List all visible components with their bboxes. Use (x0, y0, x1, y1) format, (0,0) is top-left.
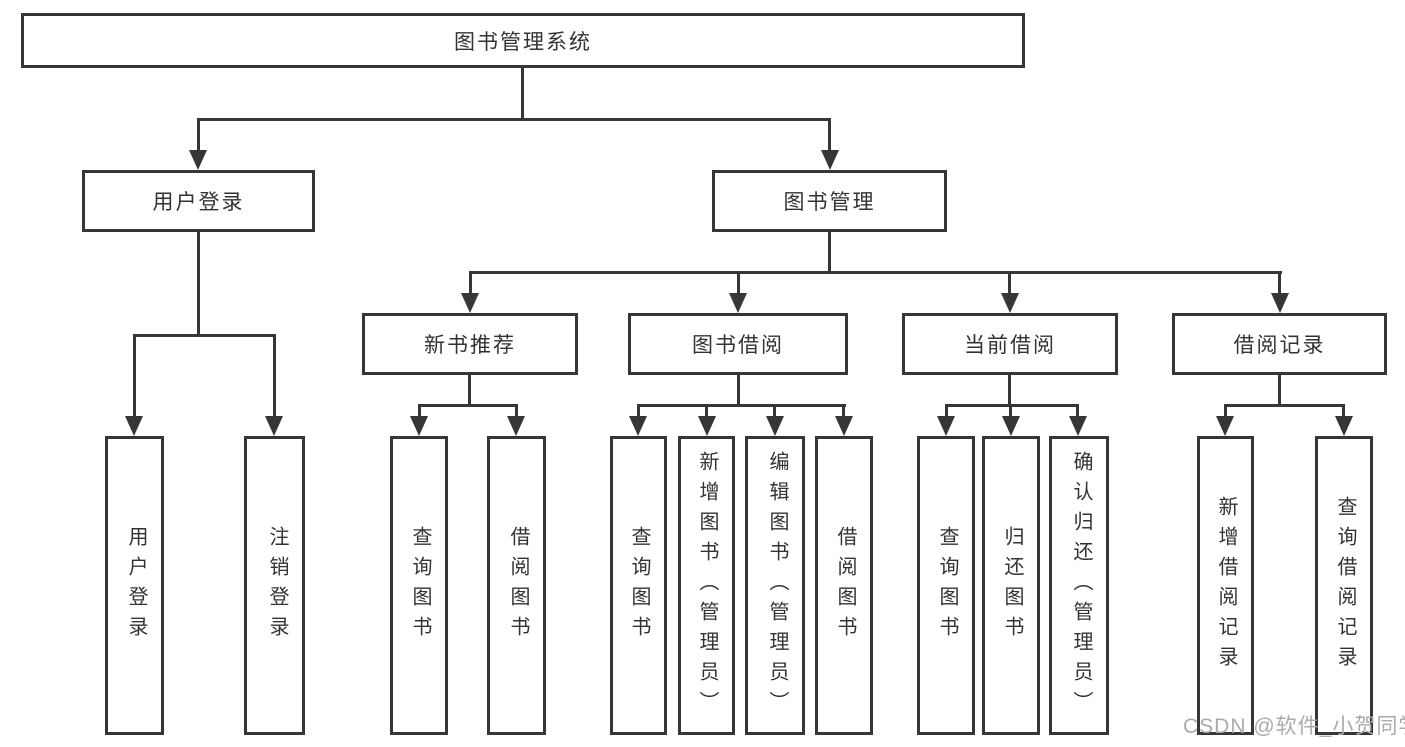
connector-v (133, 334, 136, 418)
connector-v (1008, 271, 1011, 296)
down-arrow-icon (835, 416, 853, 436)
connector-v (418, 404, 421, 418)
connector-v (737, 271, 740, 296)
down-arrow-icon (461, 293, 479, 313)
down-arrow-icon (1216, 416, 1234, 436)
connector-v (273, 334, 276, 418)
connector-v (705, 404, 708, 418)
down-arrow-icon (629, 416, 647, 436)
connector-h (945, 404, 1079, 407)
leaf-return-book: 归还图书 (982, 436, 1040, 735)
connector-v (773, 404, 776, 418)
node-label: 借阅记录 (1233, 334, 1326, 357)
down-arrow-icon (410, 416, 428, 436)
connector-h (133, 334, 276, 337)
connector-h (637, 404, 846, 407)
leaf-search-book-recommend: 查询图书 (390, 436, 448, 735)
leaf-search-book-current: 查询图书 (917, 436, 975, 735)
node-label: 新书推荐 (424, 334, 516, 357)
down-arrow-icon (1271, 293, 1289, 313)
down-arrow-icon (1069, 416, 1087, 436)
down-arrow-icon (507, 416, 525, 436)
leaf-edit-book-admin: 编辑图书（管理员） (745, 436, 805, 735)
connector-v (468, 375, 471, 407)
down-arrow-icon (766, 416, 784, 436)
down-arrow-icon (821, 150, 839, 170)
node-book-borrow: 图书借阅 (628, 313, 848, 375)
node-label: 图书管理 (783, 191, 876, 214)
down-arrow-icon (729, 293, 747, 313)
connector-v (637, 404, 640, 418)
node-current-borrow: 当前借阅 (902, 313, 1118, 375)
connector-v (945, 404, 948, 418)
leaf-search-book-borrow: 查询图书 (610, 436, 667, 735)
node-label: 图书借阅 (692, 334, 784, 357)
leaf-confirm-return-admin: 确认归还（管理员） (1049, 436, 1109, 735)
down-arrow-icon (125, 416, 143, 436)
connector-v (828, 232, 831, 274)
down-arrow-icon (937, 416, 955, 436)
node-user-login: 用户登录 (82, 170, 315, 232)
connector-v (469, 271, 472, 296)
node-label: 图书管理系统 (454, 30, 592, 54)
down-arrow-icon (698, 416, 716, 436)
connector-h (469, 271, 1282, 274)
leaf-search-borrow-record: 查询借阅记录 (1315, 436, 1373, 735)
node-label: 用户登录 (152, 191, 245, 214)
leaf-add-borrow-record: 新增借阅记录 (1197, 436, 1254, 735)
connector-v (842, 404, 845, 418)
leaf-borrow-book: 借阅图书 (815, 436, 873, 735)
down-arrow-icon (189, 150, 207, 170)
connector-v (521, 68, 524, 121)
down-arrow-icon (1002, 416, 1020, 436)
connector-v (1224, 404, 1227, 418)
leaf-add-book-admin: 新增图书（管理员） (678, 436, 735, 735)
leaf-logout: 注销登录 (244, 436, 305, 735)
node-book-management: 图书管理 (712, 170, 947, 232)
node-new-book-recommend: 新书推荐 (362, 313, 578, 375)
down-arrow-icon (1335, 416, 1353, 436)
csdn-watermark: CSDN @软件_小贺同学 (1183, 715, 1405, 738)
connector-v (197, 118, 200, 153)
connector-v (1278, 375, 1281, 407)
node-label: 当前借阅 (964, 334, 1056, 357)
node-borrow-records: 借阅记录 (1172, 313, 1387, 375)
connector-v (1008, 375, 1011, 407)
connector-h (197, 118, 831, 121)
connector-h (418, 404, 518, 407)
down-arrow-icon (265, 416, 283, 436)
down-arrow-icon (1001, 293, 1019, 313)
connector-v (737, 375, 740, 407)
connector-v (1076, 404, 1079, 418)
connector-v (1009, 404, 1012, 418)
connector-v (1342, 404, 1345, 418)
leaf-user-login: 用户登录 (105, 436, 164, 735)
connector-v (828, 118, 831, 153)
leaf-borrow-book-recommend: 借阅图书 (487, 436, 546, 735)
node-library-system: 图书管理系统 (21, 13, 1025, 68)
connector-v (515, 404, 518, 418)
connector-v (197, 232, 200, 337)
connector-h (1224, 404, 1345, 407)
connector-v (1278, 271, 1281, 296)
